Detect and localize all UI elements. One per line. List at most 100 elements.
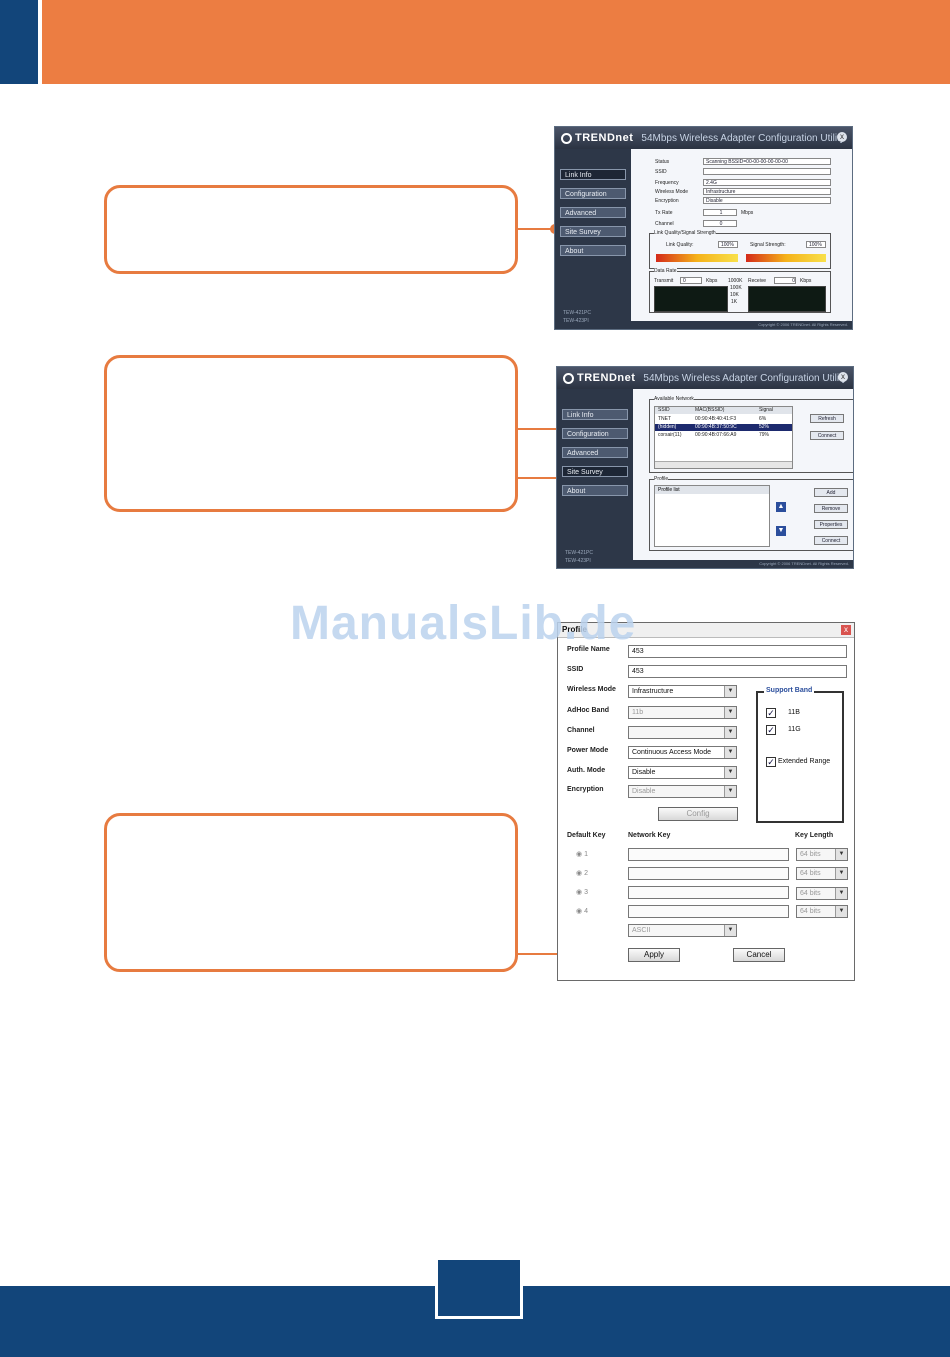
status-label: Status xyxy=(655,159,670,165)
default-key-label: Default Key xyxy=(567,832,606,839)
profile-list[interactable]: Profile list xyxy=(654,485,770,547)
nav-advanced[interactable]: Advanced xyxy=(562,447,628,458)
network-key-field-3[interactable] xyxy=(628,886,789,899)
chevron-down-icon: ▼ xyxy=(724,786,736,797)
adhoc-band-select[interactable]: 11b▼ xyxy=(628,706,737,719)
horizontal-scrollbar[interactable] xyxy=(655,461,792,468)
signal-strength-value: 100% xyxy=(806,241,826,248)
scale-label-4: 1K xyxy=(731,299,738,305)
connect-button[interactable]: Connect xyxy=(810,431,844,440)
close-icon[interactable]: x xyxy=(841,625,851,635)
power-mode-select[interactable]: Continuous Access Mode▼ xyxy=(628,746,737,759)
band-11g-checkbox[interactable]: ✓ xyxy=(766,725,776,735)
scale-label-3: 10K xyxy=(730,292,739,298)
close-icon[interactable]: x xyxy=(837,132,847,142)
nav-about[interactable]: About xyxy=(560,245,626,256)
move-up-icon[interactable]: ▲ xyxy=(776,502,786,512)
nav-configuration[interactable]: Configuration xyxy=(562,428,628,439)
key-length-select-2[interactable]: 64 bits▼ xyxy=(796,867,848,880)
cancel-button[interactable]: Cancel xyxy=(733,948,785,962)
chevron-down-icon: ▼ xyxy=(724,925,736,936)
transmit-unit: Kbps xyxy=(706,278,718,284)
config-button[interactable]: Config xyxy=(658,807,738,821)
remove-button[interactable]: Remove xyxy=(814,504,848,513)
tx-rate-label: Tx Rate xyxy=(655,210,673,216)
key-length-select-1[interactable]: 64 bits▼ xyxy=(796,848,848,861)
add-button[interactable]: Add xyxy=(814,488,848,497)
network-key-field-1[interactable] xyxy=(628,848,789,861)
transmit-label: Transmit xyxy=(654,278,674,284)
network-row[interactable]: TNET 00:90:4B:40:41:F3 6% xyxy=(655,416,792,423)
move-down-icon[interactable]: ▼ xyxy=(776,526,786,536)
wireless-mode-select[interactable]: Infrastructure▼ xyxy=(628,685,737,698)
header-bar xyxy=(42,0,950,84)
ssid-label: SSID xyxy=(567,666,584,673)
profile-name-field[interactable]: 453 xyxy=(628,645,847,658)
key-radio-2[interactable]: ◉ 2 xyxy=(576,870,588,877)
network-key-field-2[interactable] xyxy=(628,867,789,880)
nav-configuration[interactable]: Configuration xyxy=(560,188,626,199)
apply-button[interactable]: Apply xyxy=(628,948,680,962)
channel-select[interactable]: ▼ xyxy=(628,726,737,739)
data-rate-group: Data Rate Transmit 0 Kbps Receive 0 Kbps… xyxy=(649,268,831,313)
ssid-field[interactable]: 453 xyxy=(628,665,847,678)
available-network-group: Available Network SSID MAC(BSSID) Signal… xyxy=(649,396,853,473)
copyright-bar: Copyright © 2006 TRENDnet. All Rights Re… xyxy=(631,321,852,329)
link-quality-label: Link Quality: xyxy=(666,242,694,248)
receive-graph xyxy=(748,286,826,312)
trendnet-logo: TRENDnet xyxy=(563,372,635,384)
link-info-panel: Status Scanning BSSID=00-00-00-00-00-00 … xyxy=(631,149,852,321)
refresh-button[interactable]: Refresh xyxy=(810,414,844,423)
adhoc-band-label: AdHoc Band xyxy=(567,707,609,714)
quality-group: Link Quality/Signal Strength Link Qualit… xyxy=(649,230,831,269)
wireless-mode-label: Wireless Mode xyxy=(655,189,689,195)
auth-mode-select[interactable]: Disable▼ xyxy=(628,766,737,779)
ssid-label: SSID xyxy=(655,169,667,175)
signal-strength-label: Signal Strength: xyxy=(750,242,786,248)
band-11g-label: 11G xyxy=(788,726,801,733)
chevron-down-icon: ▼ xyxy=(724,686,736,697)
network-mac: 00:90:4B:37:50:9C xyxy=(695,424,737,430)
nav-site-survey[interactable]: Site Survey xyxy=(560,226,626,237)
nav-site-survey[interactable]: Site Survey xyxy=(562,466,628,477)
transmit-graph xyxy=(654,286,728,312)
key-radio-1[interactable]: ◉ 1 xyxy=(576,851,588,858)
channel-label: Channel xyxy=(567,727,595,734)
key-length-select-4[interactable]: 64 bits▼ xyxy=(796,905,848,918)
network-mac: 00:90:4B:40:41:F3 xyxy=(695,416,737,422)
extended-range-checkbox[interactable]: ✓ xyxy=(766,757,776,767)
nav-link-info[interactable]: Link Info xyxy=(560,169,626,180)
nav-about[interactable]: About xyxy=(562,485,628,496)
network-row[interactable]: corsair(11) 00:90:4B:07:66:A9 79% xyxy=(655,432,792,439)
window-title: 54Mbps Wireless Adapter Configuration Ut… xyxy=(643,372,847,384)
encryption-select[interactable]: Disable▼ xyxy=(628,785,737,798)
network-list[interactable]: SSID MAC(BSSID) Signal TNET 00:90:4B:40:… xyxy=(654,406,793,469)
nav-advanced[interactable]: Advanced xyxy=(560,207,626,218)
profile-connect-button[interactable]: Connect xyxy=(814,536,848,545)
network-ssid: TNET xyxy=(658,416,672,422)
network-key-label: Network Key xyxy=(628,832,671,839)
chevron-down-icon: ▼ xyxy=(835,888,847,899)
encryption-label: Encryption xyxy=(655,198,679,204)
key-length-select-3[interactable]: 64 bits▼ xyxy=(796,887,848,900)
network-row-selected[interactable]: (hidden) 00:90:4B:37:50:9C 52% xyxy=(655,424,792,431)
network-signal: 52% xyxy=(759,424,770,430)
network-key-field-4[interactable] xyxy=(628,905,789,918)
available-network-label: Available Network xyxy=(654,396,694,402)
band-11b-checkbox[interactable]: ✓ xyxy=(766,708,776,718)
nav-link-info[interactable]: Link Info xyxy=(562,409,628,420)
close-icon[interactable]: x xyxy=(838,372,848,382)
key-radio-3[interactable]: ◉ 3 xyxy=(576,889,588,896)
network-signal: 6% xyxy=(759,416,767,422)
utility-window-site-survey: TRENDnet 54Mbps Wireless Adapter Configu… xyxy=(556,366,854,569)
key-format-select[interactable]: ASCII▼ xyxy=(628,924,737,937)
properties-button[interactable]: Properties xyxy=(814,520,848,529)
band-11b-label: 11B xyxy=(788,709,800,716)
frequency-label: Frequency xyxy=(655,180,679,186)
window-titlebar: TRENDnet 54Mbps Wireless Adapter Configu… xyxy=(555,127,852,149)
tx-rate-value: 1 xyxy=(703,209,737,216)
key-radio-4[interactable]: ◉ 4 xyxy=(576,908,588,915)
model-name-1: TEW-421PC xyxy=(565,550,593,556)
network-signal: 79% xyxy=(759,432,770,438)
network-ssid: corsair(11) xyxy=(658,432,682,438)
